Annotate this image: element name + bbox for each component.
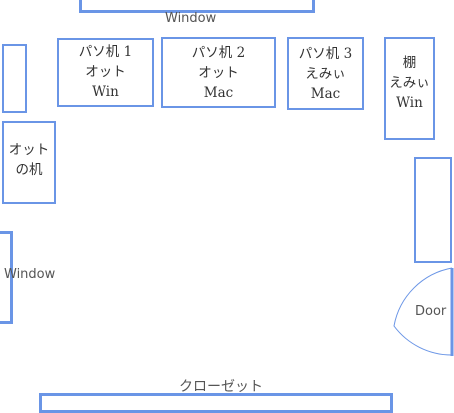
otto-desk: オット の机 bbox=[2, 121, 56, 204]
pc-desk-3: パソ机 3 えみぃ Mac bbox=[287, 37, 364, 110]
otto-desk-line1: オット bbox=[8, 142, 50, 158]
door-label: Door bbox=[415, 304, 447, 319]
shelf-os: Win bbox=[396, 95, 423, 111]
top-window-label: Window bbox=[165, 11, 217, 26]
closet bbox=[39, 393, 393, 413]
closet-label: クローゼット bbox=[179, 379, 263, 395]
left-window-label: Window bbox=[4, 267, 56, 282]
pc-desk-3-name: パソ机 3 bbox=[298, 46, 353, 62]
shelf-name: 棚 bbox=[402, 55, 417, 71]
top-window bbox=[79, 0, 315, 13]
pc-desk-1-name: パソ机 1 bbox=[78, 44, 133, 60]
otto-desk-line2: の机 bbox=[15, 162, 43, 178]
pc-desk-2-os: Mac bbox=[203, 85, 234, 101]
door-arc bbox=[393, 267, 453, 356]
pc-desk-2-name: パソ机 2 bbox=[191, 45, 246, 61]
pc-desk-3-os: Mac bbox=[310, 86, 341, 102]
shelf: 棚 えみぃ Win bbox=[384, 37, 435, 140]
left-top-cabinet bbox=[2, 44, 27, 113]
pc-desk-2-owner: オット bbox=[198, 65, 239, 81]
right-cabinet bbox=[414, 157, 452, 263]
pc-desk-3-owner: えみぃ bbox=[305, 66, 346, 82]
pc-desk-1-owner: オット bbox=[85, 64, 126, 80]
pc-desk-1-os: Win bbox=[92, 84, 119, 100]
pc-desk-1: パソ机 1 オット Win bbox=[57, 38, 154, 107]
shelf-owner: えみぃ bbox=[389, 75, 430, 91]
left-window bbox=[0, 231, 13, 324]
door-swing bbox=[393, 267, 454, 356]
pc-desk-2: パソ机 2 オット Mac bbox=[161, 37, 276, 108]
